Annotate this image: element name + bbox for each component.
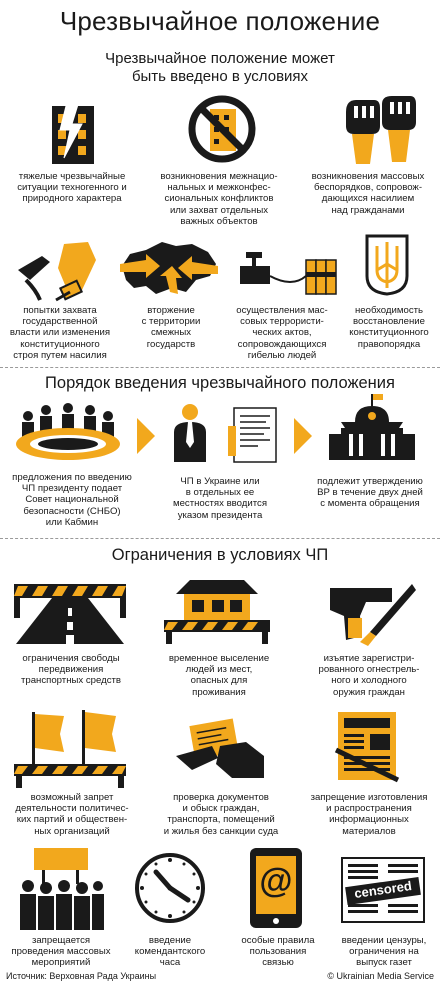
- protest-crowd-icon: [20, 848, 104, 930]
- phone-at-sign-icon: [250, 848, 302, 928]
- subtitle-line-2: быть введено в условиях: [131, 68, 309, 85]
- arrow-right-icon: [294, 418, 312, 454]
- restriction-caption-3: изъятие зарегистри-рованного огнестрель-…: [318, 653, 420, 698]
- molotov-cocktail-icon: [18, 242, 96, 302]
- copyright-note: © Ukrainian Media Service: [327, 971, 434, 981]
- page-title: Чрезвычайное положение: [59, 6, 381, 36]
- curfew-clock-icon: [135, 853, 205, 923]
- crossed-newspaper-icon: [334, 712, 400, 783]
- detonator-explosive-icon: [240, 252, 337, 295]
- ukraine-map-arrows-icon: [120, 242, 218, 294]
- condition-caption-6: осуществления мас-совых террористи-чески…: [236, 305, 328, 361]
- council-round-table-icon: [16, 403, 120, 460]
- at-sign: @: [259, 862, 293, 900]
- parliament-building-icon: [329, 394, 415, 460]
- gun-knife-icon: [330, 584, 416, 646]
- page-subtitle: Чрезвычайное положение может быть введен…: [0, 50, 440, 86]
- subtitle-line-1: Чрезвычайное положение может: [105, 50, 335, 67]
- source-note: Источник: Верховная Рада Украины: [6, 971, 157, 981]
- raised-fists-icon: [346, 96, 416, 164]
- no-building-icon: [188, 95, 256, 163]
- document-check-icon: [176, 718, 264, 778]
- president-decree-icon: [174, 404, 277, 463]
- road-barrier-icon: [14, 584, 126, 644]
- section-divider-2: [0, 538, 440, 539]
- house-barrier-icon: [164, 580, 270, 644]
- flags-barrier-icon: [14, 710, 126, 788]
- ukraine-coat-of-arms-icon: [365, 234, 409, 296]
- section-divider-1: [0, 367, 440, 368]
- arrow-right-icon: [137, 418, 155, 454]
- condition-caption-2: возникновения межнацио-нальных и межконф…: [160, 171, 278, 227]
- restrictions-heading: Ограничения в условиях ЧП: [111, 546, 329, 564]
- burning-building-icon: [52, 97, 94, 164]
- censored-newspaper-icon: [341, 857, 425, 923]
- procedure-heading: Порядок введения чрезвычайного положения: [45, 374, 395, 392]
